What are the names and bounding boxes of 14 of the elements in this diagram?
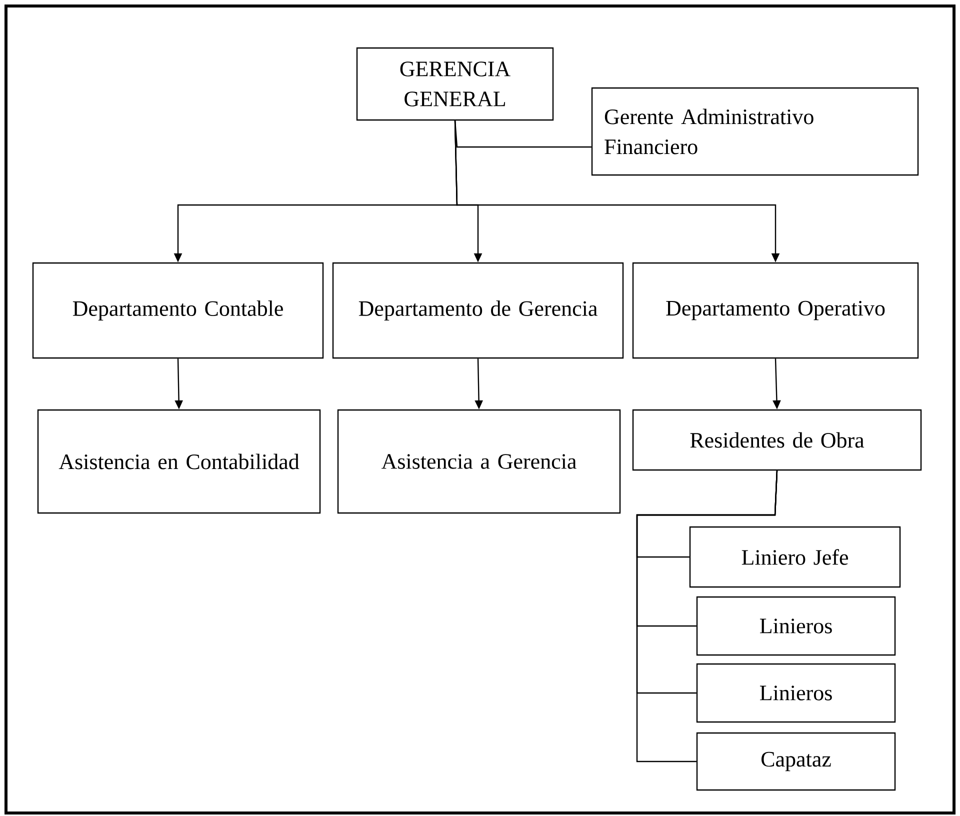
org-box: Departamento de Gerencia bbox=[332, 262, 624, 359]
org-box: Gerente Administrativo Financiero bbox=[591, 87, 919, 176]
org-box: Linieros bbox=[696, 663, 896, 723]
org-box: Departamento Operativo bbox=[632, 262, 919, 359]
org-box: Departamento Contable bbox=[32, 262, 324, 359]
org-box: Linieros bbox=[696, 596, 896, 656]
connector bbox=[454, 120, 592, 148]
org-box: Residentes de Obra bbox=[632, 409, 922, 471]
connector bbox=[636, 470, 778, 762]
org-box: Capataz bbox=[696, 732, 896, 791]
org-box: Asistencia en Contabilidad bbox=[37, 409, 321, 514]
org-box: Asistencia a Gerencia bbox=[337, 409, 621, 514]
org-box: Liniero Jefe bbox=[689, 526, 901, 588]
org-box: GERENCIA GENERAL bbox=[356, 47, 554, 121]
